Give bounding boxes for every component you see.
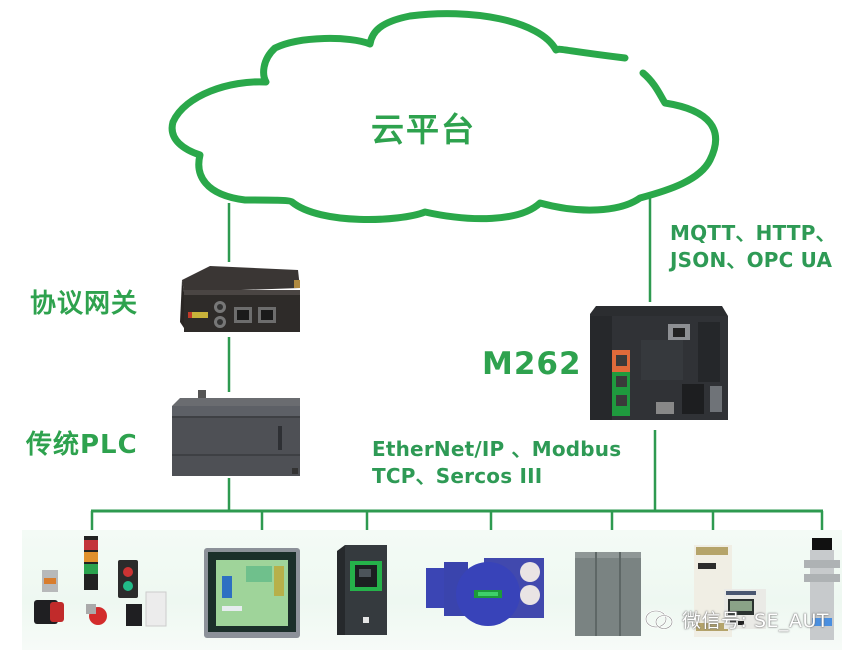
wechat-watermark: 微信号: SE_AUT	[644, 606, 829, 633]
field-device-pilot-lights-image	[34, 536, 167, 627]
field-device-drive-image	[337, 545, 387, 635]
legacy-plc-label: 传统PLC	[26, 430, 138, 460]
m262-label: M262	[482, 346, 582, 382]
field-device-hmi-panel-image	[204, 548, 300, 638]
fieldbus-protocols-line-2: TCP、Sercos III	[372, 464, 543, 488]
field-device-energy-meter-image	[694, 545, 766, 637]
fieldbus-protocols-line-1: EtherNet/IP 、Modbus	[372, 437, 622, 461]
m262-controller-image	[590, 306, 728, 420]
cloud-shape	[168, 10, 720, 223]
cloud-protocols-text: MQTT、HTTP、 JSON、OPC UA	[670, 220, 836, 274]
wechat-icon	[645, 609, 673, 629]
cloud-protocols-line-1: MQTT、HTTP、	[670, 221, 836, 245]
gateway-label: 协议网关	[30, 289, 139, 319]
legacy-plc-device-image	[172, 390, 300, 476]
field-device-io-modules-image	[575, 552, 641, 636]
field-device-servo-motor-image	[426, 558, 544, 626]
fieldbus-protocols-text: EtherNet/IP 、Modbus TCP、Sercos III	[372, 436, 621, 490]
watermark-text: 微信号: SE_AUT	[682, 610, 830, 632]
gateway-device-image	[180, 266, 300, 332]
cloud-protocols-line-2: JSON、OPC UA	[670, 248, 833, 272]
cloud-platform-label: 云平台	[371, 110, 476, 149]
field-device-sensor-image	[804, 538, 840, 640]
